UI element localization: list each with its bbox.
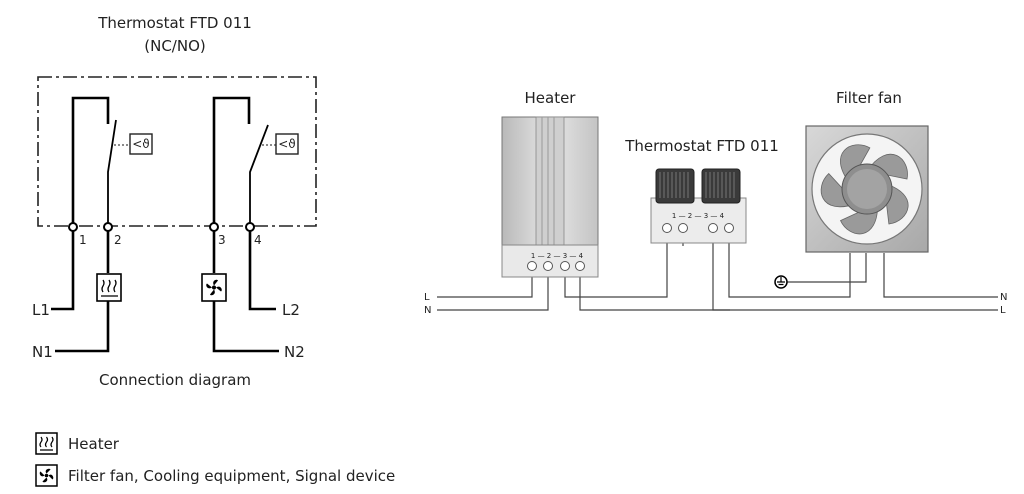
contact-2-blade: [107, 119, 117, 227]
legend-fan-text: Filter fan, Cooling equipment, Signal de…: [68, 467, 395, 485]
left-wire-n-label: N: [424, 305, 431, 316]
thermostat-unit: 1 — 2 — 3 — 4: [650, 168, 747, 244]
schematic-subtitle: (NC/NO): [144, 37, 205, 55]
legend-heater-text: Heater: [68, 435, 120, 453]
heater-terminal-marks: 1 — 2 — 3 — 4: [531, 252, 584, 260]
right-wire-n-label: N: [1000, 292, 1007, 303]
no-contact: <ϑ: [212, 96, 299, 227]
wire-heater-neutral: [579, 266, 730, 311]
schematic-diagram: Thermostat FTD 011 (NC/NO) <ϑ <ϑ 1 2 3 4: [32, 14, 317, 389]
legend: Heater Filter fan, Cooling equipment, Si…: [35, 432, 395, 487]
terminal-1: [68, 222, 78, 232]
label-l2: L2: [282, 301, 300, 319]
terminal-4: [245, 222, 255, 232]
thermostat-terminal-marks: 1 — 2 — 3 — 4: [672, 212, 725, 220]
temperature-sensor-1: [129, 133, 153, 155]
terminal-3: [209, 222, 219, 232]
thermostat-housing-outline: [37, 76, 317, 227]
schematic-caption: Connection diagram: [99, 371, 251, 389]
earth-icon: [774, 275, 788, 289]
legend-fan-icon: [35, 464, 58, 487]
filter-fan-label: Filter fan: [836, 89, 902, 107]
wire-l2: [248, 231, 276, 311]
temperature-sensor-2: [275, 133, 299, 155]
terminal-label-1: 1: [79, 233, 87, 247]
label-l1: L1: [32, 301, 50, 319]
wire-earth: [786, 253, 867, 283]
terminal-label-4: 4: [254, 233, 262, 247]
wiring-illustration: Heater Thermostat FTD 011 Filter fan L N…: [424, 89, 1007, 316]
wire-n1: [55, 301, 110, 353]
nc-contact: <ϑ: [71, 96, 153, 227]
fan-symbol: [201, 273, 227, 302]
heater-unit: 1 — 2 — 3 — 4: [501, 116, 599, 278]
right-wire-l-label: L: [1000, 305, 1006, 316]
terminal-label-3: 3: [218, 233, 226, 247]
contact-4-blade: [249, 124, 269, 227]
thermostat-label: Thermostat FTD 011: [624, 137, 779, 155]
wire-n2: [212, 301, 279, 353]
sensor-symbol-2: <ϑ: [278, 137, 295, 151]
contact-3-path: [212, 96, 251, 227]
wire-thermostat-fan: [728, 232, 851, 298]
sensor-symbol-1: <ϑ: [132, 137, 149, 151]
filter-fan-unit: [805, 125, 929, 253]
contact-1-path: [71, 96, 110, 227]
terminal-label-2: 2: [114, 233, 122, 247]
wire-l1: [51, 231, 75, 311]
label-n1: N1: [32, 343, 53, 361]
wire-left-n: [437, 266, 549, 311]
heater-symbol: [96, 273, 122, 302]
wire-right-l: [712, 232, 998, 311]
terminal-2: [103, 222, 113, 232]
wire-heater-thermostat: [564, 232, 668, 298]
heater-label: Heater: [525, 89, 577, 107]
legend-heater-icon: [35, 432, 58, 455]
schematic-title: Thermostat FTD 011: [97, 14, 252, 32]
left-wire-l-label: L: [424, 292, 430, 303]
wire-right-n: [883, 253, 998, 298]
label-n2: N2: [284, 343, 305, 361]
